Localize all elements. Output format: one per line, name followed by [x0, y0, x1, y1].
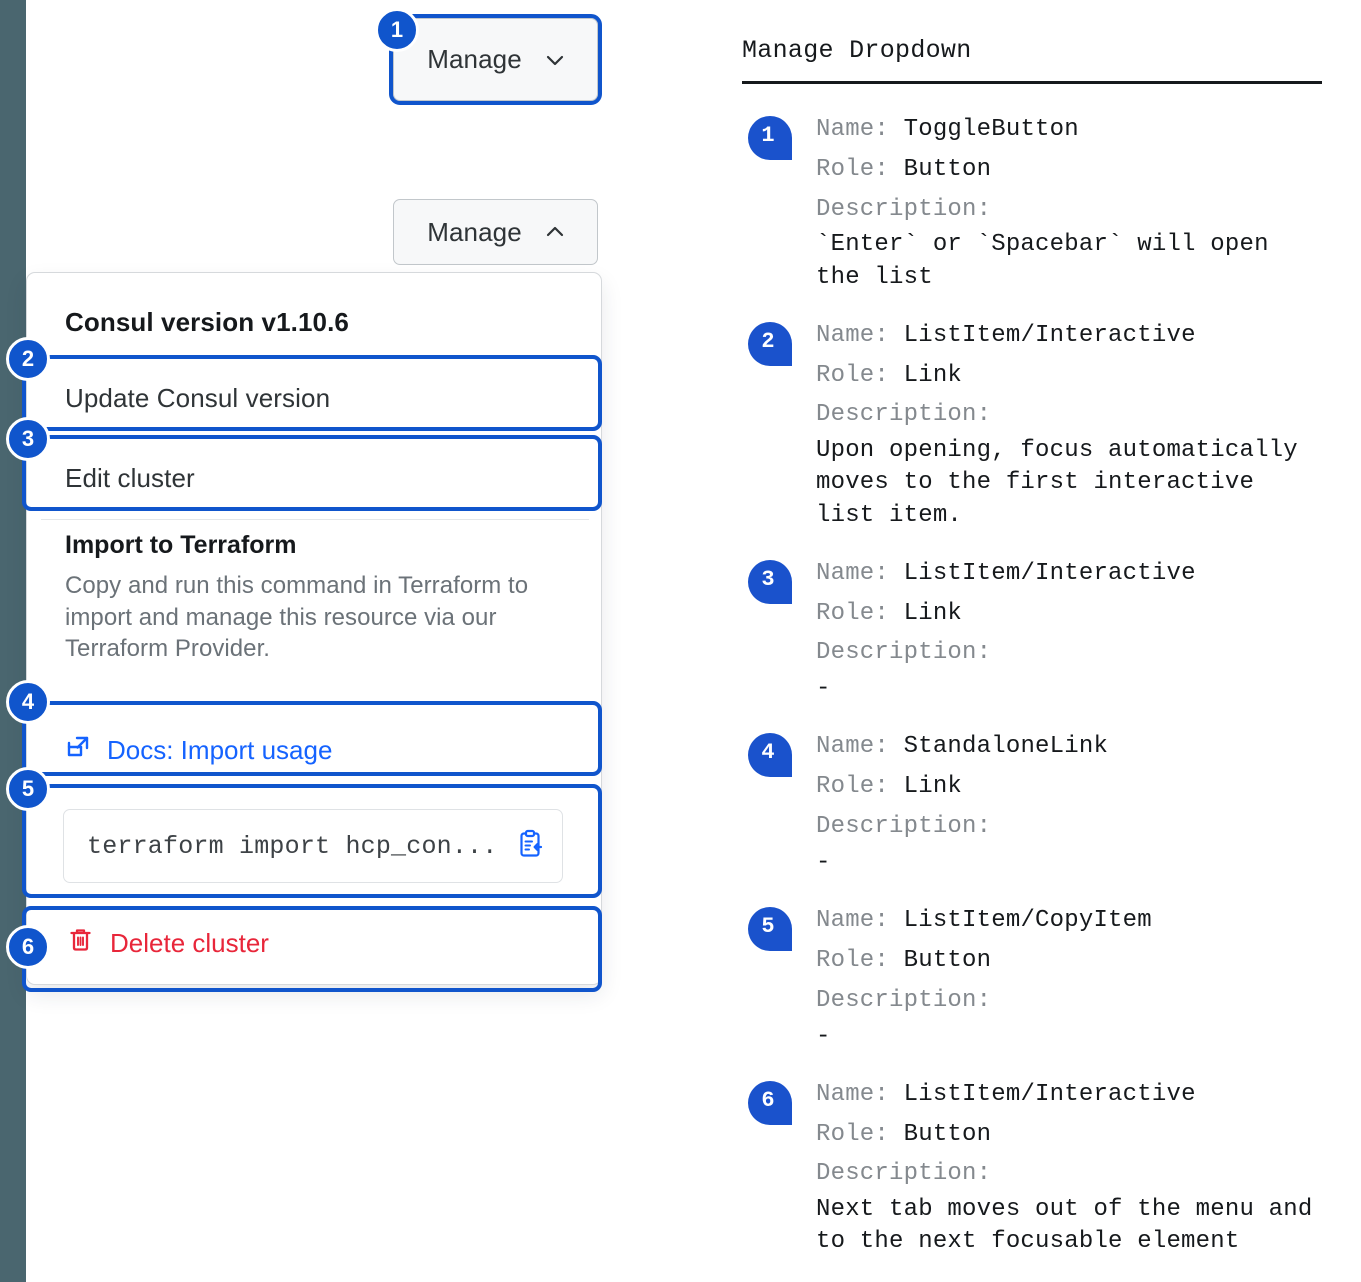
legend-description-value: `Enter` or `Spacebar` will open the list: [816, 231, 1269, 291]
delete-cluster-label: Delete cluster: [110, 927, 269, 958]
terraform-command-copy-field[interactable]: terraform import hcp_con...: [63, 809, 563, 883]
manage-toggle-label-open: Manage: [427, 216, 522, 247]
menu-item-docs-import-usage[interactable]: Docs: Import usage: [27, 713, 601, 787]
legend-marker-3: 3: [748, 559, 792, 604]
legend-role-line: Role: Link: [816, 767, 1332, 807]
legend-name-label: Name:: [816, 733, 890, 761]
legend-entry: 3 Name: ListItem/Interactive Role: Link …: [742, 554, 1332, 706]
legend-description-value: Next tab moves out of the menu and to th…: [816, 1196, 1313, 1256]
legend-name-value: ListItem/Interactive: [903, 559, 1196, 587]
manage-toggle-button-open[interactable]: Manage: [393, 199, 598, 265]
legend-role-value: Button: [903, 1120, 992, 1148]
legend-marker-6: 6: [748, 1080, 792, 1125]
legend-entry: 4 Name: StandaloneLink Role: Link Descri…: [742, 727, 1332, 879]
legend-name-line: Name: ListItem/Interactive: [816, 554, 1332, 594]
legend-description-label: Description:: [816, 195, 992, 223]
annotation-marker-6: 6: [6, 925, 50, 969]
annotation-marker-4: 4: [6, 680, 50, 724]
legend-divider: [742, 81, 1322, 84]
legend-name-label: Name:: [816, 1080, 890, 1108]
dropdown-demo-column: Manage Manage Consul version v1.10.6 Upd…: [6, 8, 602, 992]
legend-description-label: Description:: [816, 986, 992, 1014]
menu-item-update-consul-version[interactable]: Update Consul version: [27, 359, 601, 437]
legend-role-label: Role:: [816, 946, 890, 974]
legend-entry: 2 Name: ListItem/Interactive Role: Link …: [742, 316, 1332, 532]
chevron-up-icon: [544, 221, 566, 243]
legend-role-value: Button: [903, 946, 992, 974]
legend-role-label: Role:: [816, 1120, 890, 1148]
menu-item-label: Update Consul version: [65, 382, 331, 413]
legend-role-value: Button: [903, 155, 992, 183]
legend-name-value: ListItem/Interactive: [903, 1080, 1196, 1108]
legend-marker-4: 4: [748, 733, 792, 778]
legend-name-line: Name: ListItem/Interactive: [816, 316, 1332, 356]
legend-entry: 6 Name: ListItem/Interactive Role: Butto…: [742, 1075, 1332, 1259]
trash-icon: [67, 926, 94, 960]
docs-external-link-icon: [65, 734, 91, 767]
legend-name-line: Name: ListItem/Interactive: [816, 1075, 1332, 1115]
terraform-command-text: terraform import hcp_con...: [87, 831, 498, 861]
legend-name-line: Name: ListItem/CopyItem: [816, 901, 1332, 941]
legend-name-value: ToggleButton: [903, 116, 1079, 143]
terraform-section-title: Import to Terraform: [65, 531, 297, 559]
legend-description-value: -: [816, 848, 831, 876]
legend-marker-2: 2: [748, 321, 792, 366]
left-nav-rail: [0, 0, 26, 1282]
legend-description-label: Description:: [816, 813, 992, 841]
annotation-marker-1: 1: [375, 8, 419, 52]
legend-panel: Manage Dropdown 1 Name: ToggleButton Rol…: [742, 36, 1332, 1280]
legend-role-line: Role: Button: [816, 941, 1332, 981]
chevron-down-icon: [544, 49, 566, 71]
legend-role-label: Role:: [816, 155, 890, 183]
legend-title: Manage Dropdown: [742, 36, 972, 65]
legend-name-label: Name:: [816, 907, 890, 935]
menu-divider: [41, 519, 589, 520]
terraform-copy-row: terraform import hcp_con...: [27, 787, 601, 905]
menu-item-edit-cluster[interactable]: Edit cluster: [27, 439, 601, 517]
legend-role-value: Link: [903, 599, 963, 627]
legend-description-value: -: [816, 675, 831, 703]
annotation-marker-2: 2: [6, 337, 50, 381]
manage-toggle-label-closed: Manage: [427, 44, 522, 74]
legend-role-line: Role: Link: [816, 594, 1332, 634]
legend-role-value: Link: [903, 773, 963, 801]
legend-description-value: -: [816, 1022, 831, 1050]
legend-name-value: ListItem/Interactive: [903, 321, 1196, 349]
dropdown-header-consul-version: Consul version v1.10.6: [65, 307, 349, 337]
legend-role-line: Role: Link: [816, 356, 1332, 396]
menu-item-label: Edit cluster: [65, 462, 195, 493]
manage-toggle-button-closed[interactable]: Manage: [393, 18, 598, 101]
legend-description-label: Description:: [816, 639, 992, 667]
legend-name-line: Name: StandaloneLink: [816, 727, 1332, 767]
legend-role-line: Role: Button: [816, 150, 1332, 190]
docs-link-label: Docs: Import usage: [107, 734, 333, 765]
legend-marker-1: 1: [748, 116, 792, 160]
legend-name-label: Name:: [816, 559, 890, 587]
legend-description-label: Description:: [816, 401, 992, 429]
legend-name-value: StandaloneLink: [903, 733, 1109, 761]
legend-description-value: Upon opening, focus automatically moves …: [816, 437, 1298, 529]
legend-role-label: Role:: [816, 361, 890, 389]
manage-dropdown-panel: Consul version v1.10.6 Update Consul ver…: [26, 272, 602, 985]
legend-role-value: Link: [903, 361, 963, 389]
legend-name-label: Name:: [816, 116, 890, 143]
legend-role-label: Role:: [816, 599, 890, 627]
legend-role-line: Role: Button: [816, 1115, 1332, 1155]
annotation-marker-5: 5: [6, 767, 50, 811]
terraform-section-description: Copy and run this command in Terraform t…: [65, 572, 529, 663]
legend-name-value: ListItem/CopyItem: [903, 907, 1152, 935]
legend-role-label: Role:: [816, 773, 890, 801]
legend-name-line: Name: ToggleButton: [816, 110, 1332, 150]
legend-entry: 5 Name: ListItem/CopyItem Role: Button D…: [742, 901, 1332, 1053]
terraform-import-section: Import to Terraform Copy and run this co…: [27, 531, 601, 665]
legend-description-label: Description:: [816, 1160, 992, 1188]
legend-entry: 1 Name: ToggleButton Role: Button Descri…: [742, 110, 1332, 294]
copy-to-clipboard-icon[interactable]: [515, 829, 545, 864]
menu-item-delete-cluster[interactable]: Delete cluster: [27, 905, 601, 981]
annotation-marker-3: 3: [6, 417, 50, 461]
legend-marker-5: 5: [748, 907, 792, 952]
legend-name-label: Name:: [816, 321, 890, 349]
